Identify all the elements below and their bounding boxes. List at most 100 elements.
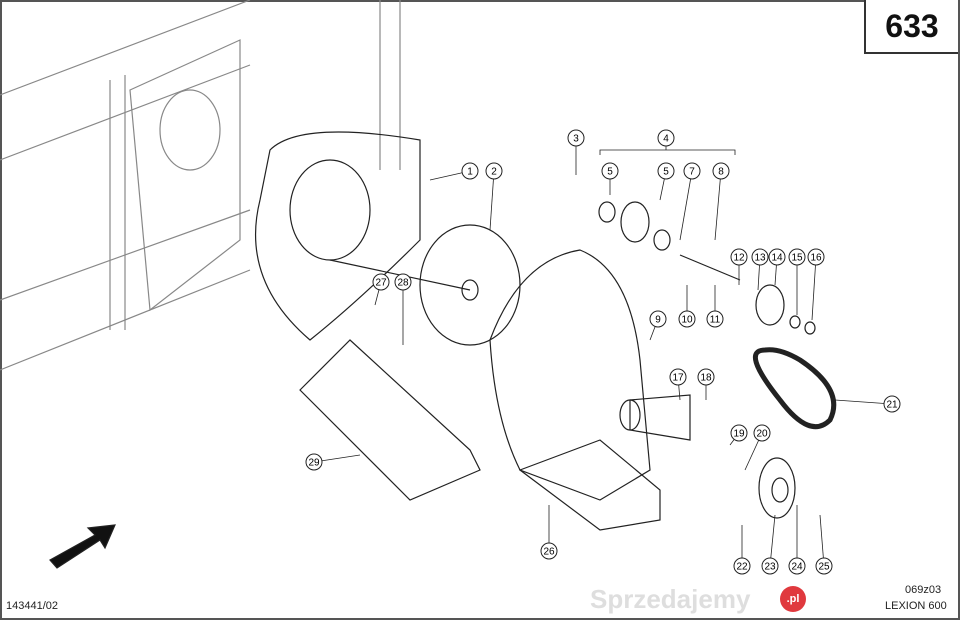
callout-label: 5: [663, 167, 669, 178]
callout-27: 27: [372, 273, 390, 306]
leader-line: [714, 170, 722, 241]
page-number: 633: [864, 0, 958, 54]
callout-circle: [768, 248, 786, 266]
leader-line: [834, 399, 893, 405]
callout-circle: [706, 310, 724, 328]
callout-label: 15: [791, 253, 803, 264]
callout-circle: [394, 273, 412, 291]
callout-25: 25: [815, 514, 833, 575]
callout-circle: [751, 248, 769, 266]
bearing-parts: [598, 201, 816, 335]
callout-label: 21: [886, 400, 898, 411]
pulley: [758, 457, 796, 519]
callout-label: 23: [764, 562, 776, 573]
chute: [299, 339, 481, 501]
callout-label: 27: [375, 278, 387, 289]
callout-label: 9: [655, 315, 661, 326]
motor: [619, 394, 691, 441]
figure-code: 069z03: [905, 584, 942, 596]
callout-8: 8: [712, 162, 730, 241]
callout-circle: [683, 162, 701, 180]
callout-circle: [883, 395, 901, 413]
callout-circle: [697, 368, 715, 386]
callout-circle: [730, 424, 748, 442]
callout-label: 24: [791, 562, 803, 573]
callout-label: 20: [756, 429, 768, 440]
callout-label: 10: [681, 315, 693, 326]
model-label: LEXION 600: [885, 600, 947, 612]
leader-line: [769, 514, 776, 567]
callout-label: 3: [573, 134, 579, 145]
callout-circle: [761, 557, 779, 575]
callout-28: 28: [394, 273, 412, 345]
callout-5: 5: [601, 162, 619, 195]
callout-2: 2: [485, 162, 503, 231]
callout-circle: [567, 129, 585, 147]
callout-circle: [461, 162, 479, 180]
callout-circle: [657, 129, 675, 147]
callout-18: 18: [697, 368, 715, 400]
guard-plate: [518, 439, 661, 531]
callout-17: 17: [669, 368, 687, 401]
callout-label: 1: [467, 167, 473, 178]
callout-1: 1: [429, 162, 479, 181]
callout-label: 28: [397, 278, 409, 289]
drawing-ref: 143441/02: [6, 600, 58, 612]
callout-20: 20: [744, 424, 771, 471]
callout-label: 16: [810, 253, 822, 264]
callout-19: 19: [729, 424, 748, 446]
callout-circle: [807, 248, 825, 266]
callout-label: 26: [543, 547, 555, 558]
callout-circle: [485, 162, 503, 180]
callout-label: 22: [736, 562, 748, 573]
direction-arrow: [49, 524, 116, 569]
leader-line: [819, 514, 825, 567]
leader-line: [811, 256, 817, 321]
callout-16: 16: [807, 248, 825, 321]
watermark: Sprzedajemy: [590, 584, 751, 614]
callout-label: 11: [710, 315, 721, 326]
callout-circle: [601, 162, 619, 180]
callout-label: 14: [771, 253, 783, 264]
callout-15: 15: [788, 248, 806, 315]
callout-circle: [540, 542, 558, 560]
callout-label: 18: [700, 373, 712, 384]
callout-circle: [733, 557, 751, 575]
callout-circle: [788, 557, 806, 575]
callout-10: 10: [678, 285, 696, 328]
callout-11: 11: [706, 285, 724, 328]
callout-label: 17: [672, 373, 684, 384]
callout-14: 14: [768, 248, 786, 286]
callout-circle: [712, 162, 730, 180]
machine-frame: [0, 0, 401, 371]
callout-21: 21: [834, 395, 901, 413]
callout-label: 4: [663, 134, 669, 145]
callout-circle: [678, 310, 696, 328]
callout-circle: [788, 248, 806, 266]
callout-5: 5: [657, 162, 675, 201]
callout-29: 29: [305, 453, 361, 471]
callout-23: 23: [761, 514, 779, 575]
callout-label: 8: [718, 167, 724, 178]
leader-line: [489, 170, 495, 231]
callout-label: 2: [491, 167, 497, 178]
callout-13: 13: [751, 248, 769, 291]
callout-circle: [649, 310, 667, 328]
callout-circle: [753, 424, 771, 442]
callout-bracket: [599, 146, 736, 155]
callout-label: 29: [308, 458, 320, 469]
callout-9: 9: [649, 310, 667, 341]
v-belt: [753, 347, 837, 430]
callout-label: 13: [754, 253, 766, 264]
watermark-badge: .pl: [780, 586, 806, 612]
callout-circle: [669, 368, 687, 386]
callout-label: 12: [733, 253, 745, 264]
cover-plate: [489, 249, 651, 501]
callout-circle: [305, 453, 323, 471]
callout-circle: [657, 162, 675, 180]
callout-label: 19: [733, 429, 745, 440]
callout-7: 7: [679, 162, 701, 241]
